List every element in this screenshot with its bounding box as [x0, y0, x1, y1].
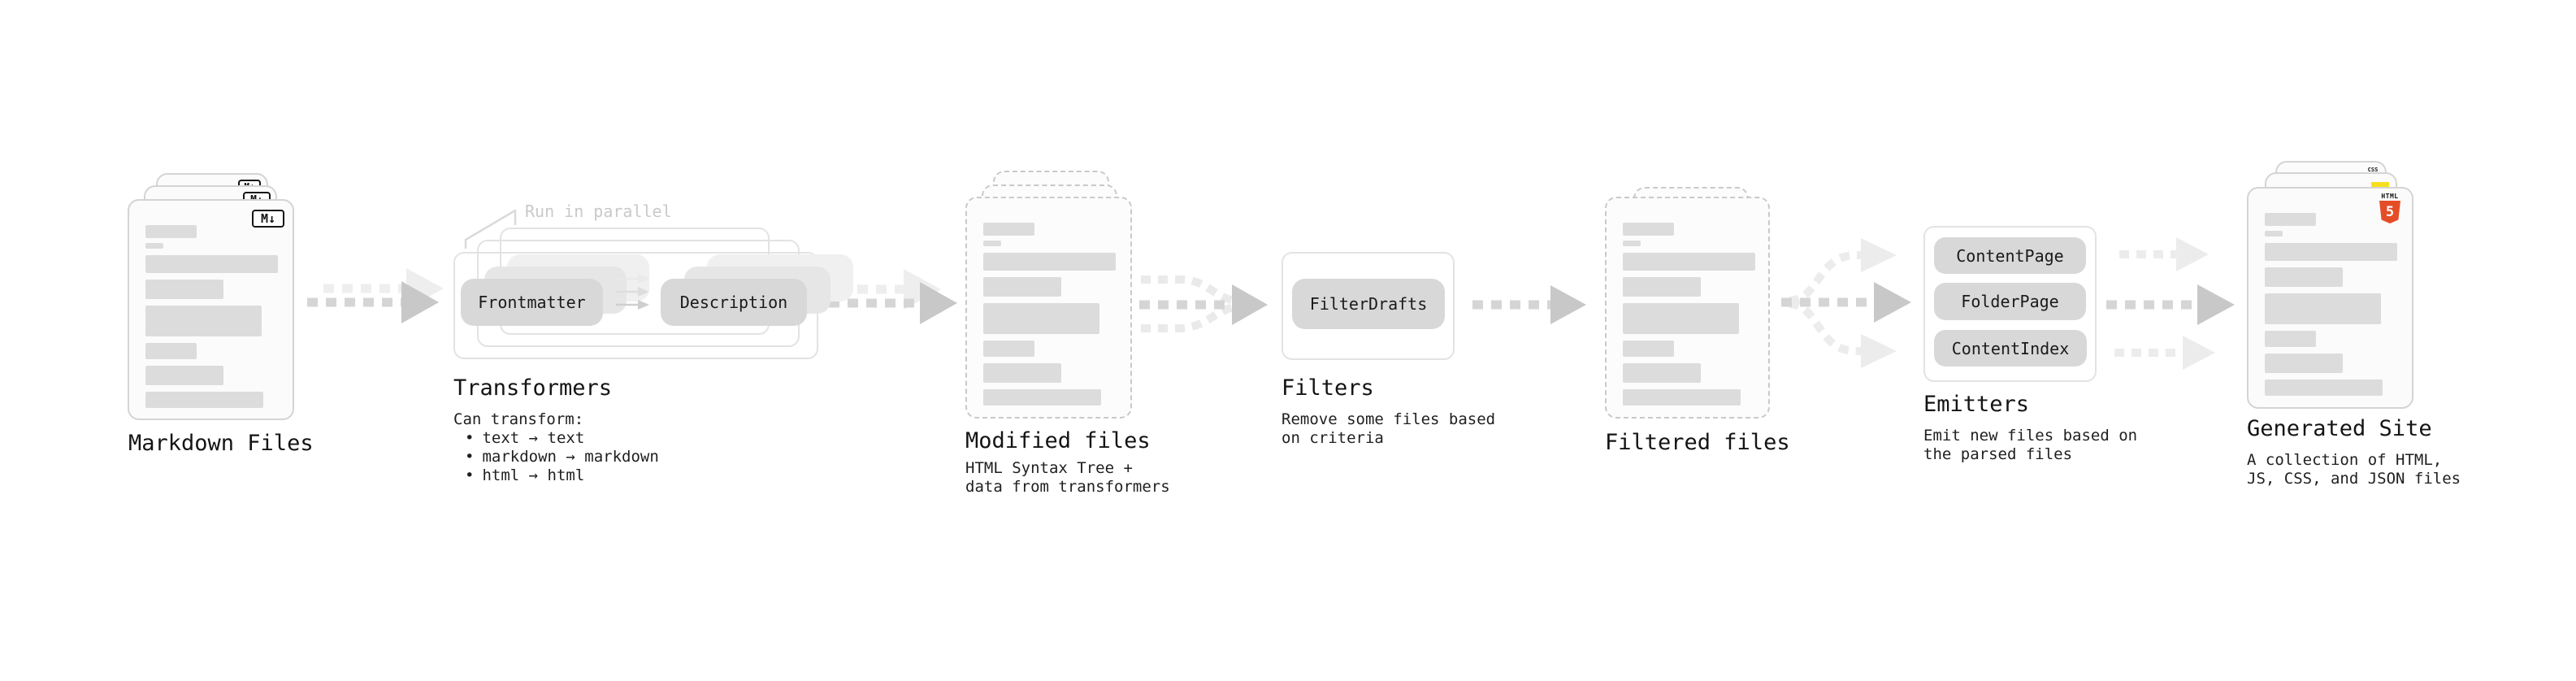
- arrow-filtered-to-emitters: [1781, 238, 1911, 368]
- run-in-parallel-annotation: Run in parallel: [525, 202, 672, 221]
- transformers-description: Can transform: • text → text • markdown → …: [453, 410, 659, 485]
- skeleton-bar: [1623, 303, 1739, 334]
- stage-label-emitters: Emitters: [1923, 392, 2030, 417]
- skeleton-bar: [1623, 223, 1674, 236]
- bullet-marker: •: [465, 429, 475, 447]
- arrow-modified-to-filters: [1139, 275, 1268, 332]
- arrow-markdown-to-transformers: [307, 268, 444, 323]
- filters-box: [1281, 252, 1455, 360]
- skeleton-bar: [983, 277, 1061, 297]
- skeleton-bar: [2265, 293, 2381, 324]
- can-transform-line: Can transform:: [453, 410, 584, 428]
- description-line: Remove some files based: [1281, 410, 1496, 428]
- markdown-icon: M↓: [252, 210, 284, 228]
- bullet-text: html → html: [482, 466, 585, 484]
- skeleton-bar: [2265, 354, 2343, 373]
- stage-label-generated-site: Generated Site: [2247, 416, 2432, 441]
- description-line: Emit new files based on: [1923, 427, 2138, 445]
- skeleton-bar: [145, 255, 278, 273]
- filtered-file-card: [1605, 197, 1770, 419]
- markdown-icon-glyph: M↓: [260, 211, 276, 226]
- skeleton-bar: [145, 366, 223, 385]
- arrow-filters-to-filtered: [1472, 285, 1586, 324]
- html5-icon-number: 5: [2385, 204, 2395, 220]
- pill-to-pill-arrows: [616, 274, 649, 310]
- skeleton-bar: [1623, 241, 1641, 246]
- stage-label-modified-files: Modified files: [965, 428, 1151, 453]
- annotation-leader-line: [464, 209, 517, 249]
- contentpage-pill: ContentPage: [1934, 237, 2086, 274]
- generated-html-file-card: HTML 5: [2247, 187, 2413, 409]
- html5-icon-label: HTML: [2381, 193, 2399, 200]
- stage-label-markdown-files: Markdown Files: [128, 431, 314, 456]
- bullet-text: markdown → markdown: [482, 448, 659, 466]
- filters-description: Remove some files based on criteria: [1281, 410, 1495, 448]
- description-pill: Description: [661, 279, 807, 326]
- skeleton-bar: [2265, 243, 2397, 261]
- html5-icon-shield: 5: [2379, 201, 2400, 223]
- description-line: the parsed files: [1923, 445, 2073, 463]
- skeleton-bar: [2265, 380, 2383, 396]
- skeleton-bar: [983, 340, 1034, 357]
- skeleton-bar: [145, 392, 263, 408]
- stage-label-filters: Filters: [1281, 375, 1374, 401]
- skeleton-bar: [1623, 389, 1741, 406]
- skeleton-bar: [983, 389, 1101, 406]
- description-line: HTML Syntax Tree +: [965, 459, 1133, 477]
- emitters-description: Emit new files based on the parsed files: [1923, 427, 2137, 464]
- skeleton-bar: [145, 306, 262, 336]
- skeleton-bar: [1623, 253, 1755, 271]
- skeleton-bar: [983, 363, 1061, 383]
- skeleton-bar: [1623, 363, 1701, 383]
- arrow-emitters-to-generated: [2106, 237, 2235, 370]
- skeleton-bar: [145, 343, 197, 359]
- description-line: JS, CSS, and JSON files: [2247, 470, 2461, 488]
- markdown-file-card: M↓: [128, 199, 294, 420]
- css-icon-label: CSS: [2367, 167, 2379, 173]
- modified-files-description: HTML Syntax Tree + data from transformer…: [965, 459, 1170, 497]
- skeleton-bar: [145, 225, 197, 238]
- bullet-marker: •: [465, 448, 475, 466]
- skeleton-bar: [2265, 231, 2283, 236]
- skeleton-bar: [983, 223, 1034, 236]
- bullet-item: • markdown → markdown: [453, 448, 659, 466]
- skeleton-bar: [983, 303, 1099, 334]
- stage-label-transformers: Transformers: [453, 375, 613, 401]
- html5-icon: HTML 5: [2378, 193, 2402, 223]
- frontmatter-pill: Frontmatter: [461, 279, 603, 326]
- description-line: on criteria: [1281, 429, 1384, 447]
- skeleton-bar: [2265, 331, 2316, 347]
- skeleton-bar: [983, 253, 1116, 271]
- bullet-marker: •: [465, 466, 475, 484]
- bullet-item: • html → html: [453, 466, 659, 485]
- skeleton-bar: [2265, 213, 2316, 226]
- filterdrafts-pill: FilterDrafts: [1292, 279, 1445, 329]
- skeleton-bar: [145, 280, 223, 299]
- description-line: A collection of HTML,: [2247, 451, 2443, 469]
- stage-label-filtered-files: Filtered files: [1605, 430, 1790, 455]
- emitters-box: [1923, 226, 2097, 382]
- generated-site-description: A collection of HTML, JS, CSS, and JSON …: [2247, 451, 2461, 488]
- arrow-transformers-to-modified: [829, 269, 957, 324]
- bullet-text: text → text: [482, 429, 585, 447]
- description-line: data from transformers: [965, 478, 1170, 496]
- skeleton-bar: [145, 243, 163, 249]
- skeleton-bar: [2265, 267, 2343, 287]
- modified-file-card: [965, 197, 1132, 419]
- skeleton-bar: [1623, 340, 1674, 357]
- contentindex-pill: ContentIndex: [1934, 330, 2087, 367]
- skeleton-bar: [983, 241, 1001, 246]
- skeleton-bar: [1623, 277, 1701, 297]
- bullet-item: • text → text: [453, 429, 659, 448]
- folderpage-pill: FolderPage: [1934, 283, 2086, 320]
